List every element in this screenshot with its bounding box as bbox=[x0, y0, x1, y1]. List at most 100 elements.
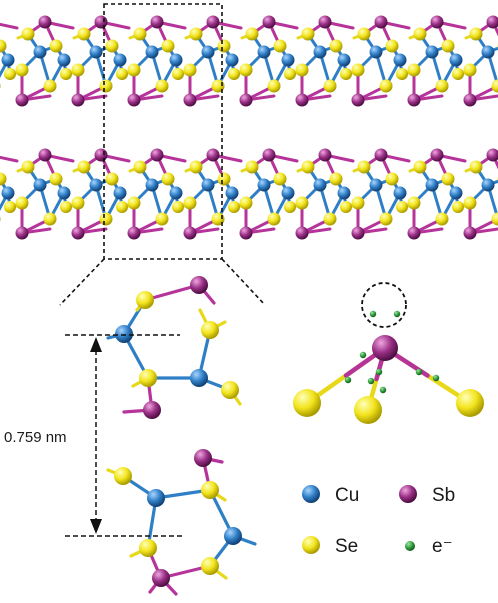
se-atom bbox=[21, 160, 35, 174]
cu-atom bbox=[225, 186, 239, 200]
se-atom bbox=[0, 83, 1, 89]
se-atom bbox=[329, 172, 343, 186]
se-atom bbox=[183, 63, 197, 77]
se-atom bbox=[385, 39, 399, 53]
legend-se-label: Se bbox=[335, 536, 358, 557]
se-atom bbox=[133, 27, 147, 41]
sb-atom bbox=[194, 449, 212, 467]
se-atom bbox=[15, 63, 29, 77]
electron-dot bbox=[367, 377, 375, 385]
legend-sb-label: Sb bbox=[432, 485, 455, 506]
se-atom bbox=[71, 196, 85, 210]
layer-spacing-marker: 0.759 nm bbox=[0, 334, 182, 537]
se-atom bbox=[357, 27, 371, 41]
se-atom bbox=[284, 201, 296, 213]
electron-dot bbox=[359, 351, 367, 359]
se-atom bbox=[189, 27, 203, 41]
sb-atom bbox=[295, 226, 309, 240]
cu-atom bbox=[481, 178, 495, 192]
se-atom bbox=[340, 201, 352, 213]
se-atom bbox=[201, 321, 219, 339]
se-atom bbox=[49, 39, 63, 53]
se-atom bbox=[0, 39, 7, 53]
se-atom bbox=[127, 196, 141, 210]
cu-atom bbox=[113, 53, 127, 67]
cu-atom bbox=[147, 489, 165, 507]
se-atom bbox=[295, 196, 309, 210]
se-atom bbox=[4, 68, 16, 80]
cu-atom bbox=[449, 186, 463, 200]
se-atom bbox=[351, 63, 365, 77]
cu-atom bbox=[190, 369, 208, 387]
se-atom bbox=[301, 27, 315, 41]
se-atom bbox=[77, 160, 91, 174]
se-atom bbox=[116, 68, 128, 80]
se-atom bbox=[0, 216, 1, 222]
cu-atom bbox=[313, 178, 327, 192]
se-atom bbox=[136, 291, 154, 309]
se-atom bbox=[491, 79, 498, 93]
cu-atom bbox=[113, 186, 127, 200]
cu-atom bbox=[169, 186, 183, 200]
se-atom bbox=[77, 27, 91, 41]
cu-atom bbox=[201, 178, 215, 192]
electron-dot bbox=[375, 368, 383, 376]
sb-atom bbox=[183, 93, 197, 107]
se-atom bbox=[60, 201, 72, 213]
se-atom bbox=[139, 539, 157, 557]
se-atom bbox=[267, 79, 281, 93]
se-atom bbox=[267, 212, 281, 226]
se-atom bbox=[201, 557, 219, 575]
se-atom bbox=[413, 160, 427, 174]
electron-dot bbox=[415, 368, 423, 376]
se-atom bbox=[323, 79, 337, 93]
se-atom bbox=[340, 68, 352, 80]
sb-atom bbox=[183, 226, 197, 240]
se-atom bbox=[161, 39, 175, 53]
sb-atom bbox=[190, 276, 208, 294]
se-atom bbox=[71, 63, 85, 77]
se-atom bbox=[228, 68, 240, 80]
cu-atom bbox=[481, 45, 495, 59]
sb-atom bbox=[143, 401, 161, 419]
sb-atom bbox=[430, 15, 444, 29]
se-atom bbox=[114, 467, 132, 485]
lower-layer-chain bbox=[0, 148, 498, 240]
se-atom bbox=[105, 39, 119, 53]
se-atom bbox=[357, 160, 371, 174]
zoomed-unit-cell bbox=[106, 276, 257, 596]
cu-atom bbox=[145, 178, 159, 192]
cu-atom bbox=[281, 186, 295, 200]
electron-dot bbox=[393, 310, 401, 318]
se-atom bbox=[329, 39, 343, 53]
se-atom bbox=[99, 212, 113, 226]
sb-atom bbox=[38, 15, 52, 29]
sb-atom bbox=[372, 335, 398, 361]
cu-atom bbox=[449, 53, 463, 67]
se-atom bbox=[183, 196, 197, 210]
cu-atom bbox=[169, 53, 183, 67]
unit-cell-box bbox=[103, 3, 223, 260]
se-atom bbox=[407, 63, 421, 77]
sb-atom bbox=[152, 569, 170, 587]
cu-atom bbox=[425, 178, 439, 192]
se-atom bbox=[21, 27, 35, 41]
cu-atom bbox=[145, 45, 159, 59]
se-atom bbox=[273, 172, 287, 186]
se-atom bbox=[354, 396, 382, 424]
se-atom bbox=[463, 196, 477, 210]
se-atom bbox=[273, 39, 287, 53]
sb-atom bbox=[463, 226, 477, 240]
se-atom bbox=[452, 68, 464, 80]
zoom-line-right bbox=[221, 258, 266, 306]
sb-lone-pair-illustration bbox=[293, 282, 484, 424]
sb-atom bbox=[94, 15, 108, 29]
se-atom bbox=[351, 196, 365, 210]
se-atom bbox=[161, 172, 175, 186]
layer-spacing-label: 0.759 nm bbox=[4, 429, 67, 446]
sb-atom bbox=[15, 93, 29, 107]
sb-atom bbox=[71, 93, 85, 107]
legend-cu-label: Cu bbox=[335, 485, 359, 506]
sb-atom bbox=[486, 148, 498, 162]
cu-atom bbox=[57, 186, 71, 200]
